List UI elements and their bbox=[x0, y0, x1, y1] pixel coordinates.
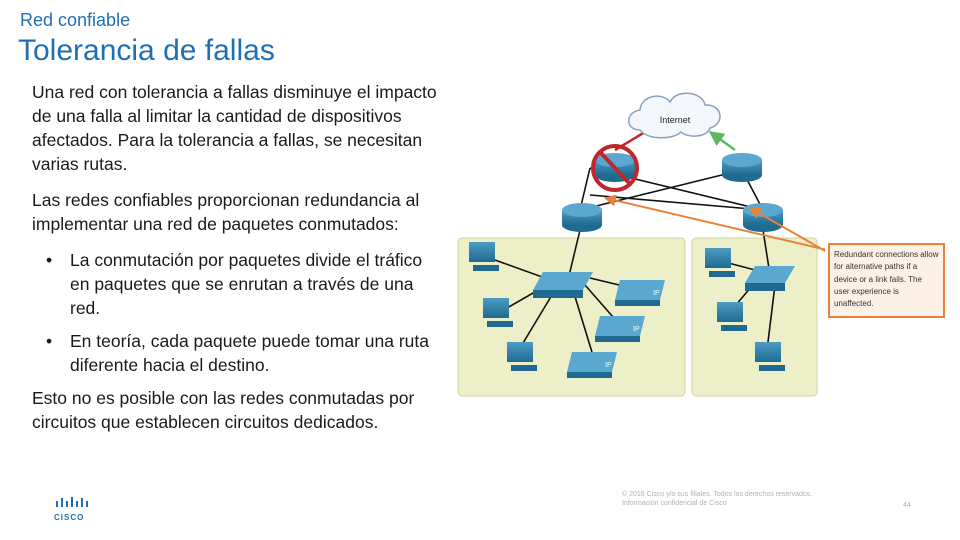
failure-icon bbox=[591, 144, 639, 192]
ip-phone-icon: IP bbox=[595, 316, 645, 342]
pc-icon bbox=[507, 342, 537, 371]
pc-icon bbox=[483, 298, 513, 327]
network-links bbox=[494, 167, 776, 363]
ip-phone-icon: IP bbox=[615, 280, 665, 306]
section-label: Red confiable bbox=[20, 10, 131, 30]
bullet-dot-icon: • bbox=[46, 250, 53, 270]
legal-notice: © 2016 Cisco y/o sus filiales. Todos los… bbox=[622, 490, 812, 508]
ip-label: IP bbox=[633, 326, 640, 333]
paragraph-2: Las redes confiables proporcionan redund… bbox=[32, 190, 420, 234]
legal-line: Información confidencial de Cisco bbox=[622, 500, 727, 507]
pc-icon bbox=[705, 248, 735, 277]
bullet-dot-icon: • bbox=[46, 331, 53, 351]
network-diagram: Internet IP IP IP bbox=[457, 92, 825, 397]
callout-arrows bbox=[603, 194, 825, 253]
ip-label: IP bbox=[605, 362, 612, 369]
switch-icon bbox=[745, 266, 795, 291]
bullet-item: • La conmutación por paquetes divide el t… bbox=[32, 248, 444, 320]
cloud-label: Internet bbox=[660, 115, 691, 125]
cisco-bars-icon bbox=[56, 497, 88, 507]
body-text: Una red con tolerancia a fallas disminuy… bbox=[32, 80, 444, 446]
switch-icon bbox=[533, 272, 593, 298]
page-number: 44 bbox=[903, 502, 911, 509]
callout-box: Redundant connections allow for alternat… bbox=[828, 243, 945, 318]
active-link bbox=[708, 130, 736, 152]
bullet-text: En teoría, cada paquete puede tomar una … bbox=[70, 331, 430, 375]
ip-label: IP bbox=[653, 290, 660, 297]
router-icon bbox=[722, 153, 762, 182]
paragraph-3: Esto no es posible con las redes conmuta… bbox=[32, 388, 415, 432]
legal-line: © 2016 Cisco y/o sus filiales. Todos los… bbox=[622, 491, 813, 498]
bullet-text: La conmutación por paquetes divide el tr… bbox=[70, 250, 423, 318]
router-icon bbox=[743, 203, 783, 232]
internet-cloud-icon: Internet bbox=[628, 92, 721, 139]
pc-icon bbox=[755, 342, 785, 371]
paragraph-1: Una red con tolerancia a fallas disminuy… bbox=[32, 82, 437, 174]
ip-phone-icon: IP bbox=[567, 352, 617, 378]
bullet-list: • La conmutación por paquetes divide el t… bbox=[32, 248, 444, 377]
pc-icon bbox=[469, 242, 499, 271]
page-title: Tolerancia de fallas bbox=[18, 34, 275, 67]
cisco-logo: CISCO bbox=[54, 494, 98, 522]
bullet-item: • En teoría, cada paquete puede tomar una… bbox=[32, 329, 444, 377]
pc-icon bbox=[717, 302, 747, 331]
logo-text: CISCO bbox=[54, 513, 85, 522]
router-icon bbox=[562, 203, 602, 232]
